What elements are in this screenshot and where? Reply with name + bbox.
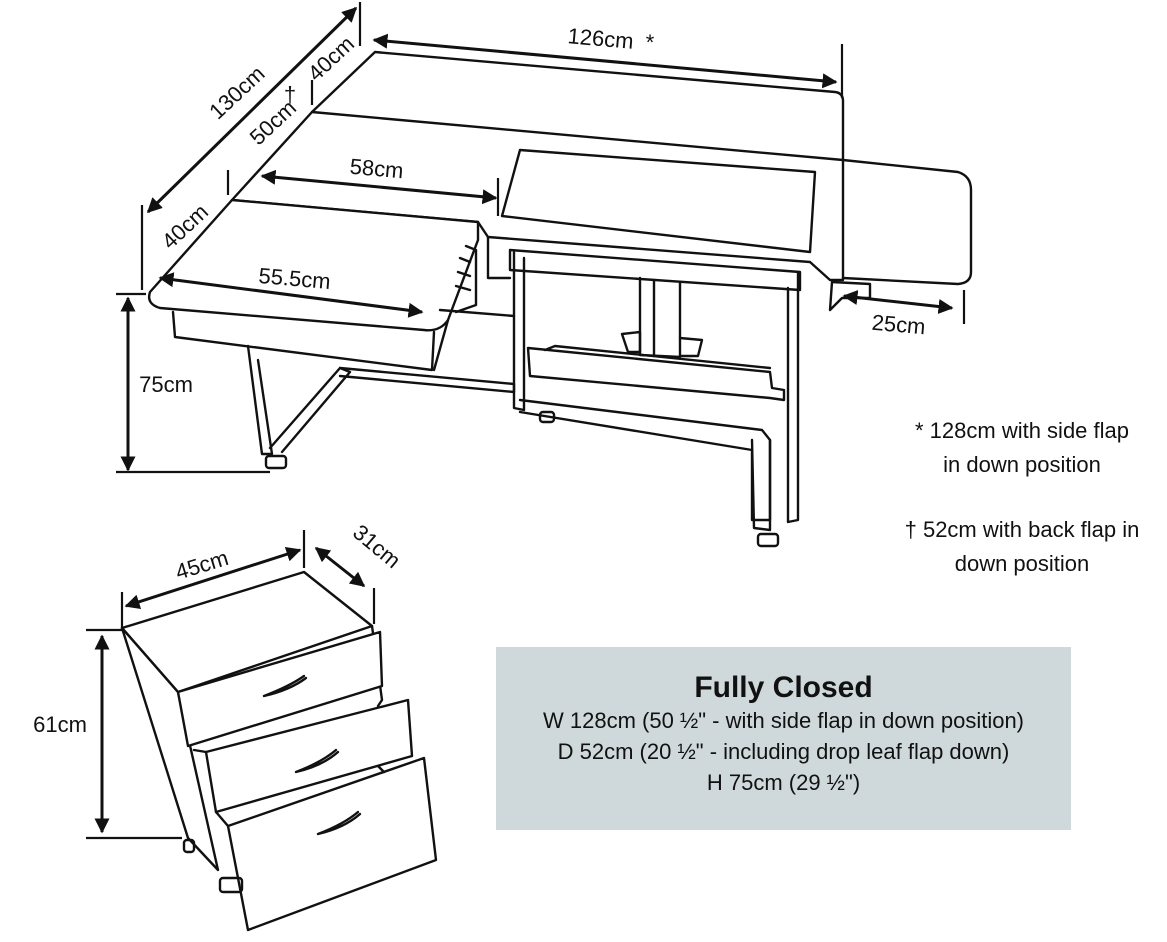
label-45cm: 45cm [172,545,231,585]
back-flap-fold [310,110,845,162]
closed-depth-line: D 52cm (20 ½" - including drop leaf flap… [557,739,1010,764]
label-130cm: 130cm [204,61,269,124]
drawer-2-handle [294,748,340,774]
label-75cm: 75cm [139,372,193,397]
insert-58-arrow [260,169,498,205]
machine-insert [500,148,817,254]
asterisk-marker: * [646,30,655,55]
label-126cm: 126cm [567,23,635,54]
desk-wheel [264,454,288,470]
cross-rail [338,366,516,394]
bottom-frame [518,398,772,522]
dagger-marker: † [284,82,296,107]
side-flap [841,158,973,286]
cabinet-width-arrow [124,546,302,610]
front-table-apron [171,310,436,372]
desk-wheel [756,532,780,548]
cabinet-depth-arrow [314,546,366,588]
width-note: * 128cm with side flap in down position [880,414,1164,482]
fully-closed-title: Fully Closed [694,671,873,704]
desk-wheel [538,410,556,424]
right-leg [750,438,772,532]
label-31cm: 31cm [348,519,405,573]
label-25cm: 25cm [871,310,927,340]
depth-130-arrow [146,6,358,214]
fully-closed-panel: Fully Closed W 128cm (50 ½" - with side … [496,647,1071,830]
closed-width-line: W 128cm (50 ½" - with side flap in down … [542,708,1025,733]
side-25-arrow [842,290,954,314]
left-inner-frame [512,250,526,412]
depth-note-line-1: † 52cm with back flap in [904,517,1140,542]
left-leg [246,344,274,456]
width-note-line-2: in down position [943,452,1101,477]
cabinet-wheel [182,838,196,854]
main-apron [486,235,512,280]
width-126-arrow [372,33,838,89]
desk-top [230,50,845,282]
drawer-2 [204,698,414,814]
closed-height-line: H 75cm (29 ½") [706,770,861,795]
right-inner-frame [786,270,800,524]
depth-note-line-2: down position [954,551,1090,576]
depth-note: † 52cm with back flap in down position [880,513,1164,581]
front-drawer-slide [454,244,478,314]
cabinet-dimension-lines [86,530,376,840]
drawer-cabinet [120,570,438,932]
label-58cm: 58cm [349,154,405,184]
drawer-3 [226,756,438,932]
lift-column [638,276,682,359]
label-61cm: 61cm [33,712,87,737]
cabinet-side [120,626,220,872]
front-55-arrow [158,272,424,318]
machine-shelf [526,346,786,402]
desk-dimension-lines [116,2,966,474]
cabinet-wheel [218,876,244,894]
drawer-1-handle [262,674,308,698]
width-note-line-1: * 128cm with side flap [915,418,1129,443]
drawer-3-handle [316,810,362,836]
